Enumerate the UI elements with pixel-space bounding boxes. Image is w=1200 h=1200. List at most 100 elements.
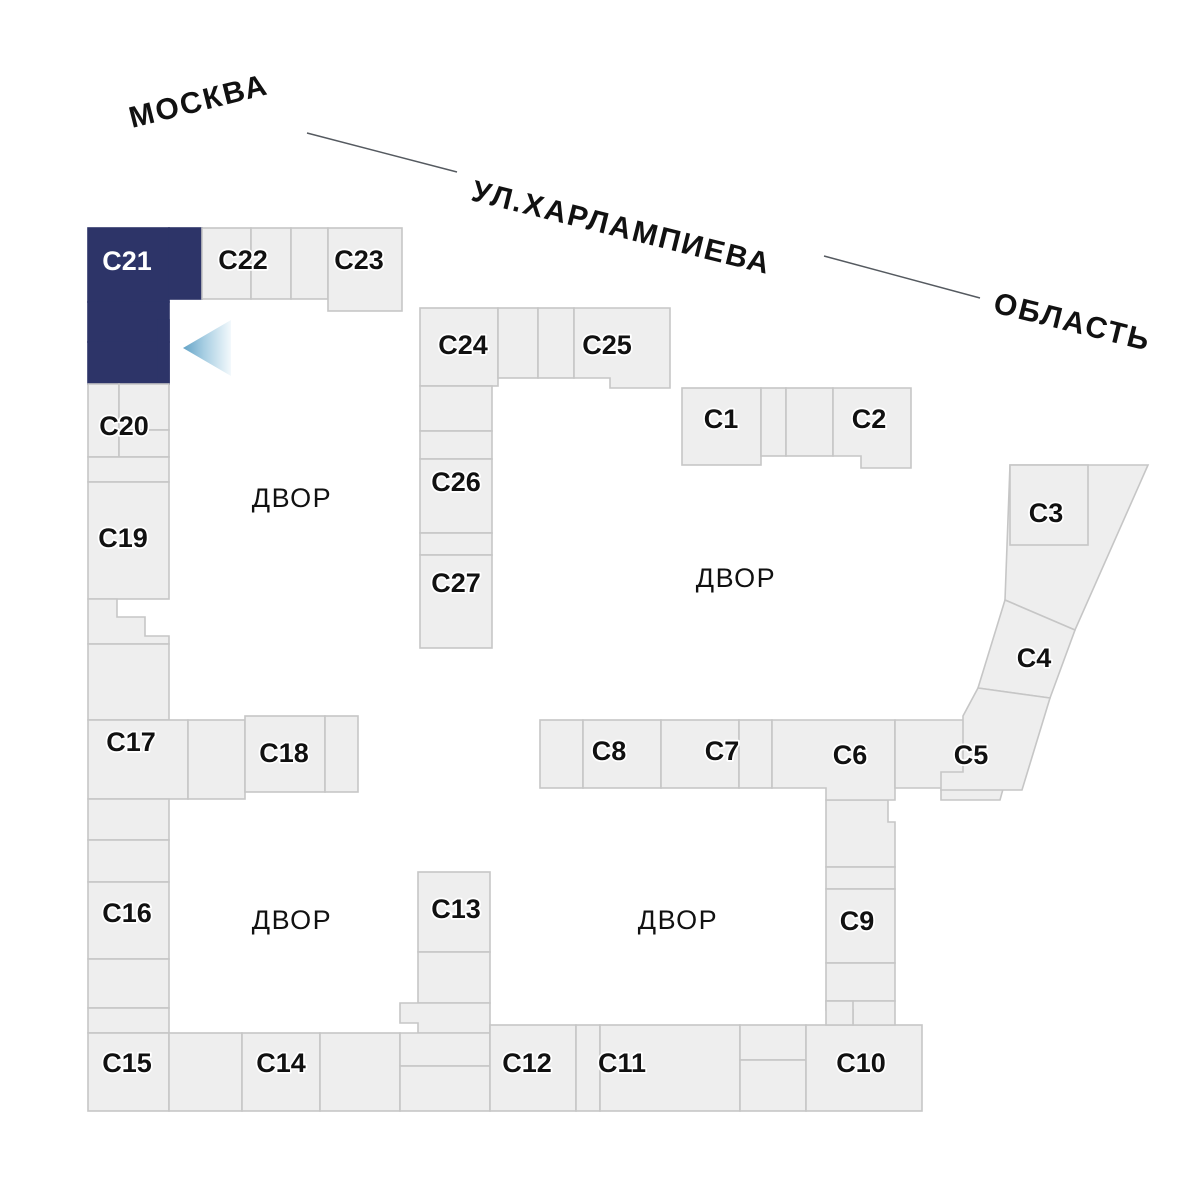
block-C17-segment-d[interactable] (87, 798, 170, 841)
street-label-harlampieva: УЛ.ХАРЛАМПИЕВА (468, 175, 774, 281)
block-C20-segment-a[interactable] (87, 383, 120, 458)
block-C1-segment-a[interactable] (681, 387, 762, 466)
block-C3-segment-a[interactable] (1009, 464, 1089, 546)
block-label-C27: C27 (431, 568, 481, 598)
block-C11-segment-c[interactable] (739, 1024, 807, 1061)
block-C21-segment-d[interactable] (87, 341, 170, 385)
block-C15-segment-b[interactable] (168, 1032, 243, 1112)
block-C16-segment-b[interactable] (87, 881, 170, 960)
block-label-C18: C18 (259, 738, 309, 768)
block-C25-segment-a[interactable] (537, 307, 575, 379)
block-C11-segment-b[interactable] (599, 1024, 741, 1112)
block-C21-segment-a[interactable] (87, 227, 170, 303)
block-C13-segment-a[interactable] (417, 871, 491, 953)
block-label-C10: C10 (836, 1048, 886, 1078)
block-C9-segment-d[interactable] (825, 962, 896, 1002)
block-label-C2: C2 (852, 404, 887, 434)
block-C16-segment-a[interactable] (87, 839, 170, 883)
block-C27-segment-a[interactable] (419, 532, 493, 556)
block-C7-segment-a[interactable] (660, 719, 740, 789)
block-label-C17: C17 (106, 727, 156, 757)
block-C17-segment-a[interactable] (87, 643, 170, 721)
block-C11-segment-d[interactable] (739, 1059, 807, 1112)
block-label-C15: C15 (102, 1048, 152, 1078)
block-C9-segment-b[interactable] (825, 866, 896, 890)
block-label-C12: C12 (502, 1048, 552, 1078)
street-label-oblast: ОБЛАСТЬ (990, 287, 1154, 358)
block-C14-segment-a[interactable] (241, 1032, 321, 1112)
block-C1-segment-b[interactable] (760, 387, 787, 457)
block-C9-segment-c[interactable] (825, 888, 896, 964)
block-C12-segment-b[interactable] (399, 1065, 491, 1112)
street-line-right (823, 255, 981, 299)
block-C26-segment-a[interactable] (419, 385, 493, 432)
block-label-C9: C9 (840, 906, 875, 936)
block-C11-segment-a[interactable] (575, 1024, 601, 1112)
block-C27-segment-b[interactable] (419, 554, 493, 649)
building-group-west (87, 383, 359, 1034)
block-C23[interactable] (327, 227, 403, 312)
block-C7-segment-b[interactable] (738, 719, 773, 789)
block-C18-segment-a[interactable] (244, 715, 326, 793)
block-C5-wedge-tail[interactable] (940, 687, 1052, 791)
block-C15-segment-a[interactable] (87, 1032, 170, 1112)
block-label-C11: C11 (598, 1048, 646, 1078)
block-label-C21: C21 (102, 246, 152, 276)
block-C14-segment-b[interactable] (319, 1032, 401, 1112)
block-C22-segment-a[interactable] (201, 227, 252, 300)
block-C16-segment-d[interactable] (87, 1007, 170, 1034)
block-C21-segment-c[interactable] (87, 301, 170, 343)
block-C18-segment-b[interactable] (324, 715, 359, 793)
block-C20-segment-c[interactable] (118, 429, 170, 458)
block-label-C14: C14 (256, 1048, 306, 1078)
building-group-north-center-right (681, 387, 912, 469)
block-labels: C1 C2 C3 C4 C5 C6 C7 C8 C9 C10 C11 C12 C… (96, 243, 1065, 1080)
street-axis-lines (306, 132, 981, 299)
block-label-C16: C16 (102, 898, 152, 928)
block-C19-segment-a[interactable] (87, 481, 170, 600)
block-C10-segment-a[interactable] (805, 1024, 923, 1112)
yard-labels: ДВОР ДВОР ДВОР ДВОР (252, 483, 776, 935)
block-C9-segment-a[interactable] (825, 799, 896, 868)
block-label-C23: C23 (334, 245, 384, 275)
block-C26-segment-b[interactable] (419, 430, 493, 460)
block-C2-segment-a[interactable] (785, 387, 834, 457)
block-C24-segment-b[interactable] (497, 307, 539, 379)
block-C22-segment-b[interactable] (250, 227, 292, 300)
street-label-moskva: МОСКВА (126, 68, 272, 134)
block-label-C6: C6 (833, 740, 868, 770)
block-label-C25: C25 (582, 330, 632, 360)
block-label-C24: C24 (438, 330, 488, 360)
block-C22-segment-c[interactable] (290, 227, 329, 300)
marker-triangle-icon (183, 320, 231, 376)
block-label-C1: C1 (704, 404, 739, 434)
block-label-C4: C4 (1017, 643, 1052, 673)
building-group-east-wedge (940, 464, 1150, 791)
block-C17-segment-c[interactable] (187, 719, 246, 800)
block-C12-segment-a[interactable] (399, 1032, 491, 1067)
block-C21-segment-e[interactable] (157, 319, 170, 385)
selected-block-marker (183, 320, 231, 376)
block-C9-segment-f[interactable] (825, 1000, 854, 1026)
building-group-north-center (419, 307, 671, 649)
block-label-C22: C22 (218, 245, 268, 275)
block-C26-segment-c[interactable] (419, 458, 493, 534)
yard-label-top-left: ДВОР (252, 483, 332, 513)
block-C2-segment-b[interactable] (832, 387, 912, 469)
block-C21-segment-b[interactable] (168, 227, 203, 300)
block-C25-segment-b[interactable] (573, 307, 671, 389)
block-label-C13: C13 (431, 894, 481, 924)
block-C8-segment-b[interactable] (582, 719, 662, 789)
block-C12-segment-c[interactable] (489, 1024, 577, 1112)
block-label-C3: C3 (1029, 498, 1064, 528)
block-C13-segment-c[interactable] (399, 1002, 491, 1034)
block-C13-segment-b[interactable] (417, 951, 491, 1004)
yard-label-top-right: ДВОР (696, 563, 776, 593)
block-C8-segment-a[interactable] (539, 719, 584, 789)
building-group-north-west (87, 227, 403, 385)
block-C16-segment-c[interactable] (87, 958, 170, 1009)
block-C20-segment-d[interactable] (87, 456, 170, 483)
block-C17-segment-b[interactable] (87, 719, 189, 800)
